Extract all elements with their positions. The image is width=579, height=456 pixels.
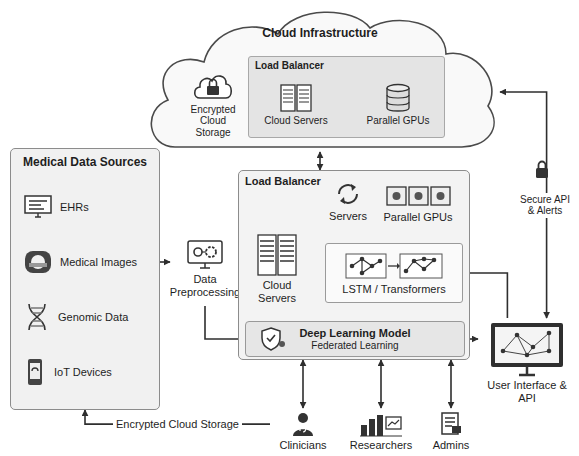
ehr-monitor-icon (23, 194, 53, 220)
node-label: Encrypted Cloud Storage (182, 104, 244, 139)
document-icon (439, 411, 463, 437)
lock-symbol (536, 162, 548, 179)
connector-arrow (380, 360, 382, 408)
node-label: Servers (329, 210, 367, 223)
node-label: Load Balancer (255, 60, 438, 72)
cloud-lock-icon (192, 70, 234, 102)
data-source: EHRs (19, 184, 153, 230)
user-node: Clinicians (270, 408, 336, 454)
server-node: Cloud Servers (255, 77, 337, 133)
node-label: Cloud Servers (245, 279, 309, 304)
process-box: Data Preprocessing (170, 232, 240, 306)
edge-label: Secure API & Alerts (514, 193, 576, 218)
node-label: IoT Devices (54, 366, 112, 379)
node-label: User Interface & API (478, 379, 576, 404)
interface-node: User Interface & API (478, 318, 576, 408)
model-box: LSTM / Transformers (325, 243, 463, 303)
node-label: Cloud Servers (264, 115, 327, 127)
server-node: Servers (323, 176, 373, 226)
node-sublabel: Federated Learning (311, 340, 398, 352)
database-icon (385, 83, 411, 113)
connector-arrow (450, 360, 452, 408)
node-label: Cloud Infrastructure (140, 27, 500, 41)
gpu-node: Parallel GPUs (357, 77, 439, 133)
user-node: Researchers (342, 408, 420, 454)
preprocessing-icon (186, 239, 224, 271)
node-label: Data Preprocessing (170, 273, 240, 298)
user-node: Admins (426, 408, 476, 454)
mri-scanner-icon (23, 248, 53, 276)
node-label: Genomic Data (58, 311, 128, 324)
node-label: Parallel GPUs (367, 115, 430, 127)
gpu-node: Parallel GPUs (373, 176, 463, 231)
connector-arrow (302, 360, 304, 408)
shield-icon (260, 326, 286, 352)
node-label: Researchers (350, 439, 412, 452)
node-label: LSTM / Transformers (342, 283, 445, 296)
data-source: Medical Images (19, 239, 153, 285)
data-source: Genomic Data (19, 294, 153, 340)
node-label: Medical Data Sources (11, 156, 159, 170)
sync-icon (334, 180, 362, 208)
server-icon (279, 83, 313, 113)
bar-chart-icon (359, 411, 403, 437)
cloud-region: Cloud InfrastructureEncrypted Cloud Stor… (140, 2, 500, 152)
compute-panel: Load BalancerServersParallel GPUsCloud S… (238, 170, 470, 360)
dna-icon (23, 302, 51, 332)
node-label: Medical Images (60, 256, 137, 269)
model-band: Deep Learning ModelFederated Learning (245, 321, 465, 357)
server-node: Cloud Servers (245, 226, 309, 311)
server-rack-icon (256, 233, 298, 277)
node-label: EHRs (60, 201, 89, 214)
ui-monitor-icon (489, 321, 565, 377)
network-graph-icon (344, 251, 444, 281)
gpu-cards-icon (385, 183, 451, 209)
clinician-icon (290, 411, 316, 437)
data-source: IoT Devices (19, 349, 153, 395)
node-label: Parallel GPUs (383, 211, 452, 224)
iot-device-icon (23, 357, 47, 387)
edge-label: Encrypted Cloud Storage (113, 417, 242, 432)
node-label: Admins (433, 439, 470, 452)
load-balancer-band: Load BalancerCloud Servers Parallel GPUs (248, 56, 445, 138)
node-label: Clinicians (279, 439, 326, 452)
connector-arrow (319, 152, 321, 170)
data-source-panel: Medical Data SourcesEHRsMedical ImagesGe… (10, 148, 160, 410)
node-label: Deep Learning Model (299, 327, 410, 340)
storage-node: Encrypted Cloud Storage (182, 66, 244, 142)
